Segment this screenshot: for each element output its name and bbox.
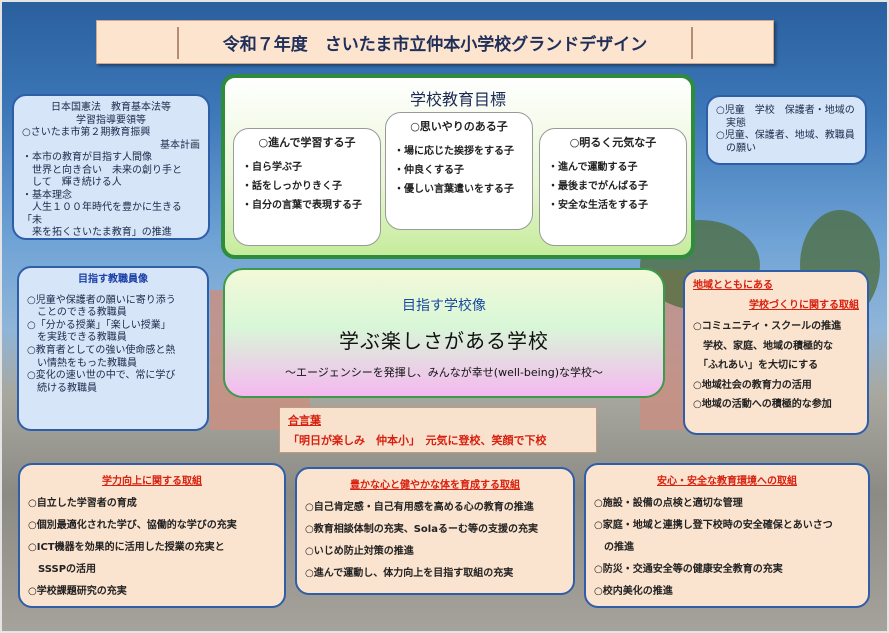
academic-line: SSSPの活用 bbox=[28, 564, 97, 575]
community-line: 学校、家庭、地域の積極的な bbox=[693, 340, 833, 352]
goal-item: ・進んで運動する子 bbox=[548, 162, 638, 173]
safety-line: ○校内美化の推進 bbox=[594, 586, 673, 597]
community-line: ○地域の活動への積極的な参加 bbox=[693, 399, 832, 410]
heart-body-line: ○いじめ防止対策の推進 bbox=[305, 546, 414, 557]
laws-line: 世界と向き合い 未来の創り手と bbox=[22, 164, 182, 176]
goal-col-heading: ○進んで学習する子 bbox=[258, 136, 356, 149]
heart-body-line: ○自己肯定感・自己有用感を高める心の教育の推進 bbox=[305, 502, 534, 513]
needs-line: ○児童、保護者、地域、教職員 bbox=[716, 130, 855, 141]
title-text: 令和７年度 さいたま市立仲本小学校グランドデザイン bbox=[222, 34, 648, 55]
teacher-line: を実践できる教職員 bbox=[27, 332, 127, 344]
school-ideal-main: 学ぶ楽しさがある学校 bbox=[339, 329, 549, 353]
teacher-ideal-box: 目指す教職員像 ○児童や保護者の願いに寄り添う ことのできる教職員 ○「分かる授… bbox=[17, 266, 209, 431]
goal-col-kind: ○思いやりのある子 ・場に応じた挨拶をする子 ・仲良くする子 ・優しい言葉遣いを… bbox=[385, 112, 533, 230]
motto-text: 「明日が楽しみ 仲本小」 元気に登校、笑顔で下校 bbox=[288, 434, 547, 447]
needs-line: ○児童 学校 保護者・地域の bbox=[716, 105, 855, 116]
teacher-line: ○児童や保護者の願いに寄り添う bbox=[27, 294, 176, 306]
goal-item: ・仲良くする子 bbox=[394, 165, 464, 176]
school-ideal-heading: 目指す学校像 bbox=[402, 298, 486, 314]
community-line: ○コミュニティ・スクールの推進 bbox=[693, 321, 842, 332]
heart-body-box: 豊かな心と健やかな体を育成する取組 ○自己肯定感・自己有用感を高める心の教育の推… bbox=[295, 467, 575, 595]
safety-box: 安心・安全な教育環境への取組 ○施設・設備の点検と適切な管理 ○家庭・地域と連携… bbox=[584, 463, 870, 608]
goal-item: ・場に応じた挨拶をする子 bbox=[394, 146, 514, 157]
safety-line: ○家庭・地域と連携し登下校時の安全確保とあいさつ bbox=[594, 520, 833, 531]
goal-item: ・最後までがんばる子 bbox=[548, 181, 648, 192]
teacher-line: ○「分かる授業」「楽しい授業」 bbox=[27, 319, 171, 331]
goal-heading: 学校教育目標 bbox=[409, 90, 506, 109]
laws-line: 来を拓くさいたま教育」の推進 bbox=[22, 227, 172, 238]
needs-box: ○児童 学校 保護者・地域の 実態 ○児童、保護者、地域、教職員 の願い bbox=[706, 95, 867, 165]
school-goal-panel: 学校教育目標 ○進んで学習する子 ・自ら学ぶ子 ・話をしっかりきく子 ・自分の言… bbox=[221, 74, 695, 259]
goal-col-heading: ○思いやりのある子 bbox=[410, 120, 508, 133]
goal-item: ・話をしっかりきく子 bbox=[242, 181, 342, 192]
teacher-line: 続ける教職員 bbox=[27, 382, 97, 394]
community-line: ○地域社会の教育力の活用 bbox=[693, 379, 812, 391]
laws-line: ○さいたま市第２期教育振興 bbox=[22, 127, 151, 138]
community-heading-1: 地域とともにある bbox=[693, 280, 773, 291]
teacher-line: ○変化の速い世の中で、常に学び bbox=[27, 370, 176, 382]
academic-heading: 学力向上に関する取組 bbox=[102, 476, 202, 487]
academic-box: 学力向上に関する取組 ○自立した学習者の育成 ○個別最適化された学び、協働的な学… bbox=[18, 463, 286, 608]
safety-heading: 安心・安全な教育環境への取組 bbox=[657, 476, 797, 487]
academic-line: ○自立した学習者の育成 bbox=[28, 498, 137, 509]
safety-line: ○施設・設備の点検と適切な管理 bbox=[594, 498, 743, 509]
goal-col-cheerful: ○明るく元気な子 ・進んで運動する子 ・最後までがんばる子 ・安全な生活をする子 bbox=[539, 128, 687, 246]
goal-item: ・自ら学ぶ子 bbox=[242, 162, 302, 173]
goal-col-study: ○進んで学習する子 ・自ら学ぶ子 ・話をしっかりきく子 ・自分の言葉で表現する子 bbox=[233, 128, 381, 246]
needs-line: の願い bbox=[716, 142, 756, 154]
community-box: 地域とともにある 学校づくりに関する取組 ○コミュニティ・スクールの推進 学校、… bbox=[683, 270, 869, 435]
laws-line: 人生１００年時代を豊かに生きる「未 bbox=[22, 202, 182, 226]
teacher-heading: 目指す教職員像 bbox=[78, 274, 148, 285]
academic-line: ○個別最適化された学び、協働的な学びの充実 bbox=[28, 520, 237, 531]
teacher-line: ○教育者としての強い使命感と熱 bbox=[27, 344, 176, 356]
laws-line: ・本市の教育が目指す人間像 bbox=[22, 152, 152, 163]
goal-item: ・優しい言葉遣いをする子 bbox=[394, 184, 514, 195]
academic-line: ○ICT機器を効果的に活用した授業の充実と bbox=[28, 542, 225, 553]
safety-line: ○防災・交通安全等の健康安全教育の充実 bbox=[594, 564, 783, 575]
laws-line: 基本計画 bbox=[160, 139, 200, 151]
laws-line: して 輝き続ける人 bbox=[22, 177, 122, 188]
laws-line: ・基本理念 bbox=[22, 189, 72, 201]
community-heading-2: 学校づくりに関する取組 bbox=[749, 299, 859, 311]
motto-heading: 合言葉 bbox=[288, 414, 321, 427]
laws-line: 学習指導要領等 bbox=[76, 114, 146, 126]
school-ideal-sub: ～エージェンシーを発揮し、みんなが幸せ(well-being)な学校～ bbox=[285, 366, 603, 379]
title-divider-left bbox=[177, 27, 179, 59]
needs-line: 実態 bbox=[716, 117, 746, 129]
goal-item: ・安全な生活をする子 bbox=[548, 200, 648, 211]
heart-body-line: ○進んで運動し、体力向上を目指す取組の充実 bbox=[305, 568, 514, 579]
heart-body-heading: 豊かな心と健やかな体を育成する取組 bbox=[350, 480, 520, 491]
heart-body-line: ○教育相談体制の充実、Solaるーむ等の支援の充実 bbox=[305, 524, 538, 535]
teacher-line: い情熱をもった教職員 bbox=[27, 357, 137, 369]
laws-box: 日本国憲法 教育基本法等 学習指導要領等 ○さいたま市第２期教育振興 基本計画 … bbox=[12, 94, 210, 240]
title-divider-right bbox=[691, 27, 693, 59]
academic-line: ○学校課題研究の充実 bbox=[28, 586, 127, 597]
school-ideal-panel: 目指す学校像 学ぶ楽しさがある学校 ～エージェンシーを発揮し、みんなが幸せ(we… bbox=[223, 268, 665, 398]
laws-line: 日本国憲法 教育基本法等 bbox=[51, 102, 171, 113]
goal-col-heading: ○明るく元気な子 bbox=[569, 136, 657, 149]
motto-box: 合言葉 「明日が楽しみ 仲本小」 元気に登校、笑顔で下校 bbox=[279, 407, 597, 453]
goal-item: ・自分の言葉で表現する子 bbox=[242, 200, 362, 211]
page-title: 令和７年度 さいたま市立仲本小学校グランドデザイン bbox=[96, 20, 774, 64]
community-line: 「ふれあい」を大切にする bbox=[693, 360, 819, 371]
teacher-line: ことのできる教職員 bbox=[27, 307, 127, 319]
safety-line: の推進 bbox=[594, 542, 634, 553]
